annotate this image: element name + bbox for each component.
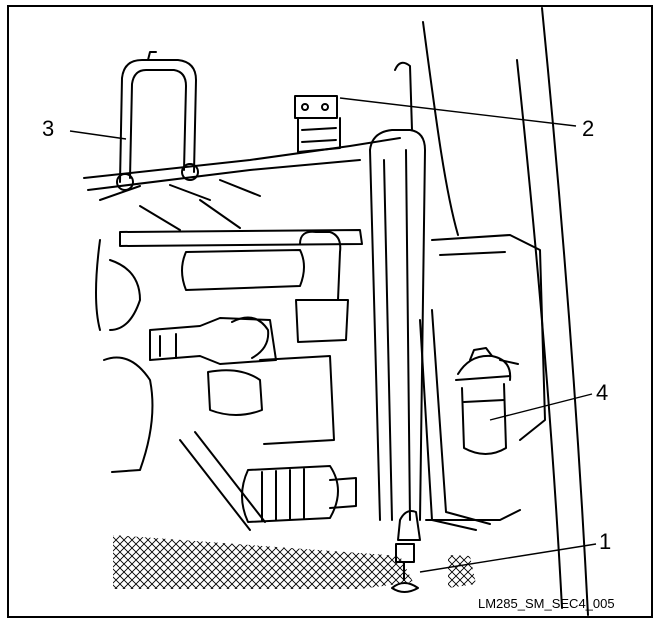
hinge-plate	[294, 95, 341, 153]
radiator-frame	[369, 61, 426, 541]
callout-2: 2	[582, 116, 595, 141]
cab-frame	[422, 7, 589, 616]
figure-caption: LM285_SM_SEC4_005	[478, 596, 615, 611]
drain-valve	[391, 543, 419, 593]
radiator-hose	[419, 309, 521, 531]
ground-hatching	[113, 535, 476, 589]
leader-lines	[69, 97, 597, 573]
grab-handle	[116, 51, 199, 191]
top-rail	[83, 137, 401, 231]
engine-block	[95, 229, 363, 531]
callout-4: 4	[596, 380, 609, 405]
callout-1: 1	[599, 529, 612, 554]
figure-frame	[7, 5, 653, 618]
callout-3: 3	[42, 116, 55, 141]
starter-motor	[241, 465, 357, 523]
fuel-filter	[455, 347, 519, 455]
